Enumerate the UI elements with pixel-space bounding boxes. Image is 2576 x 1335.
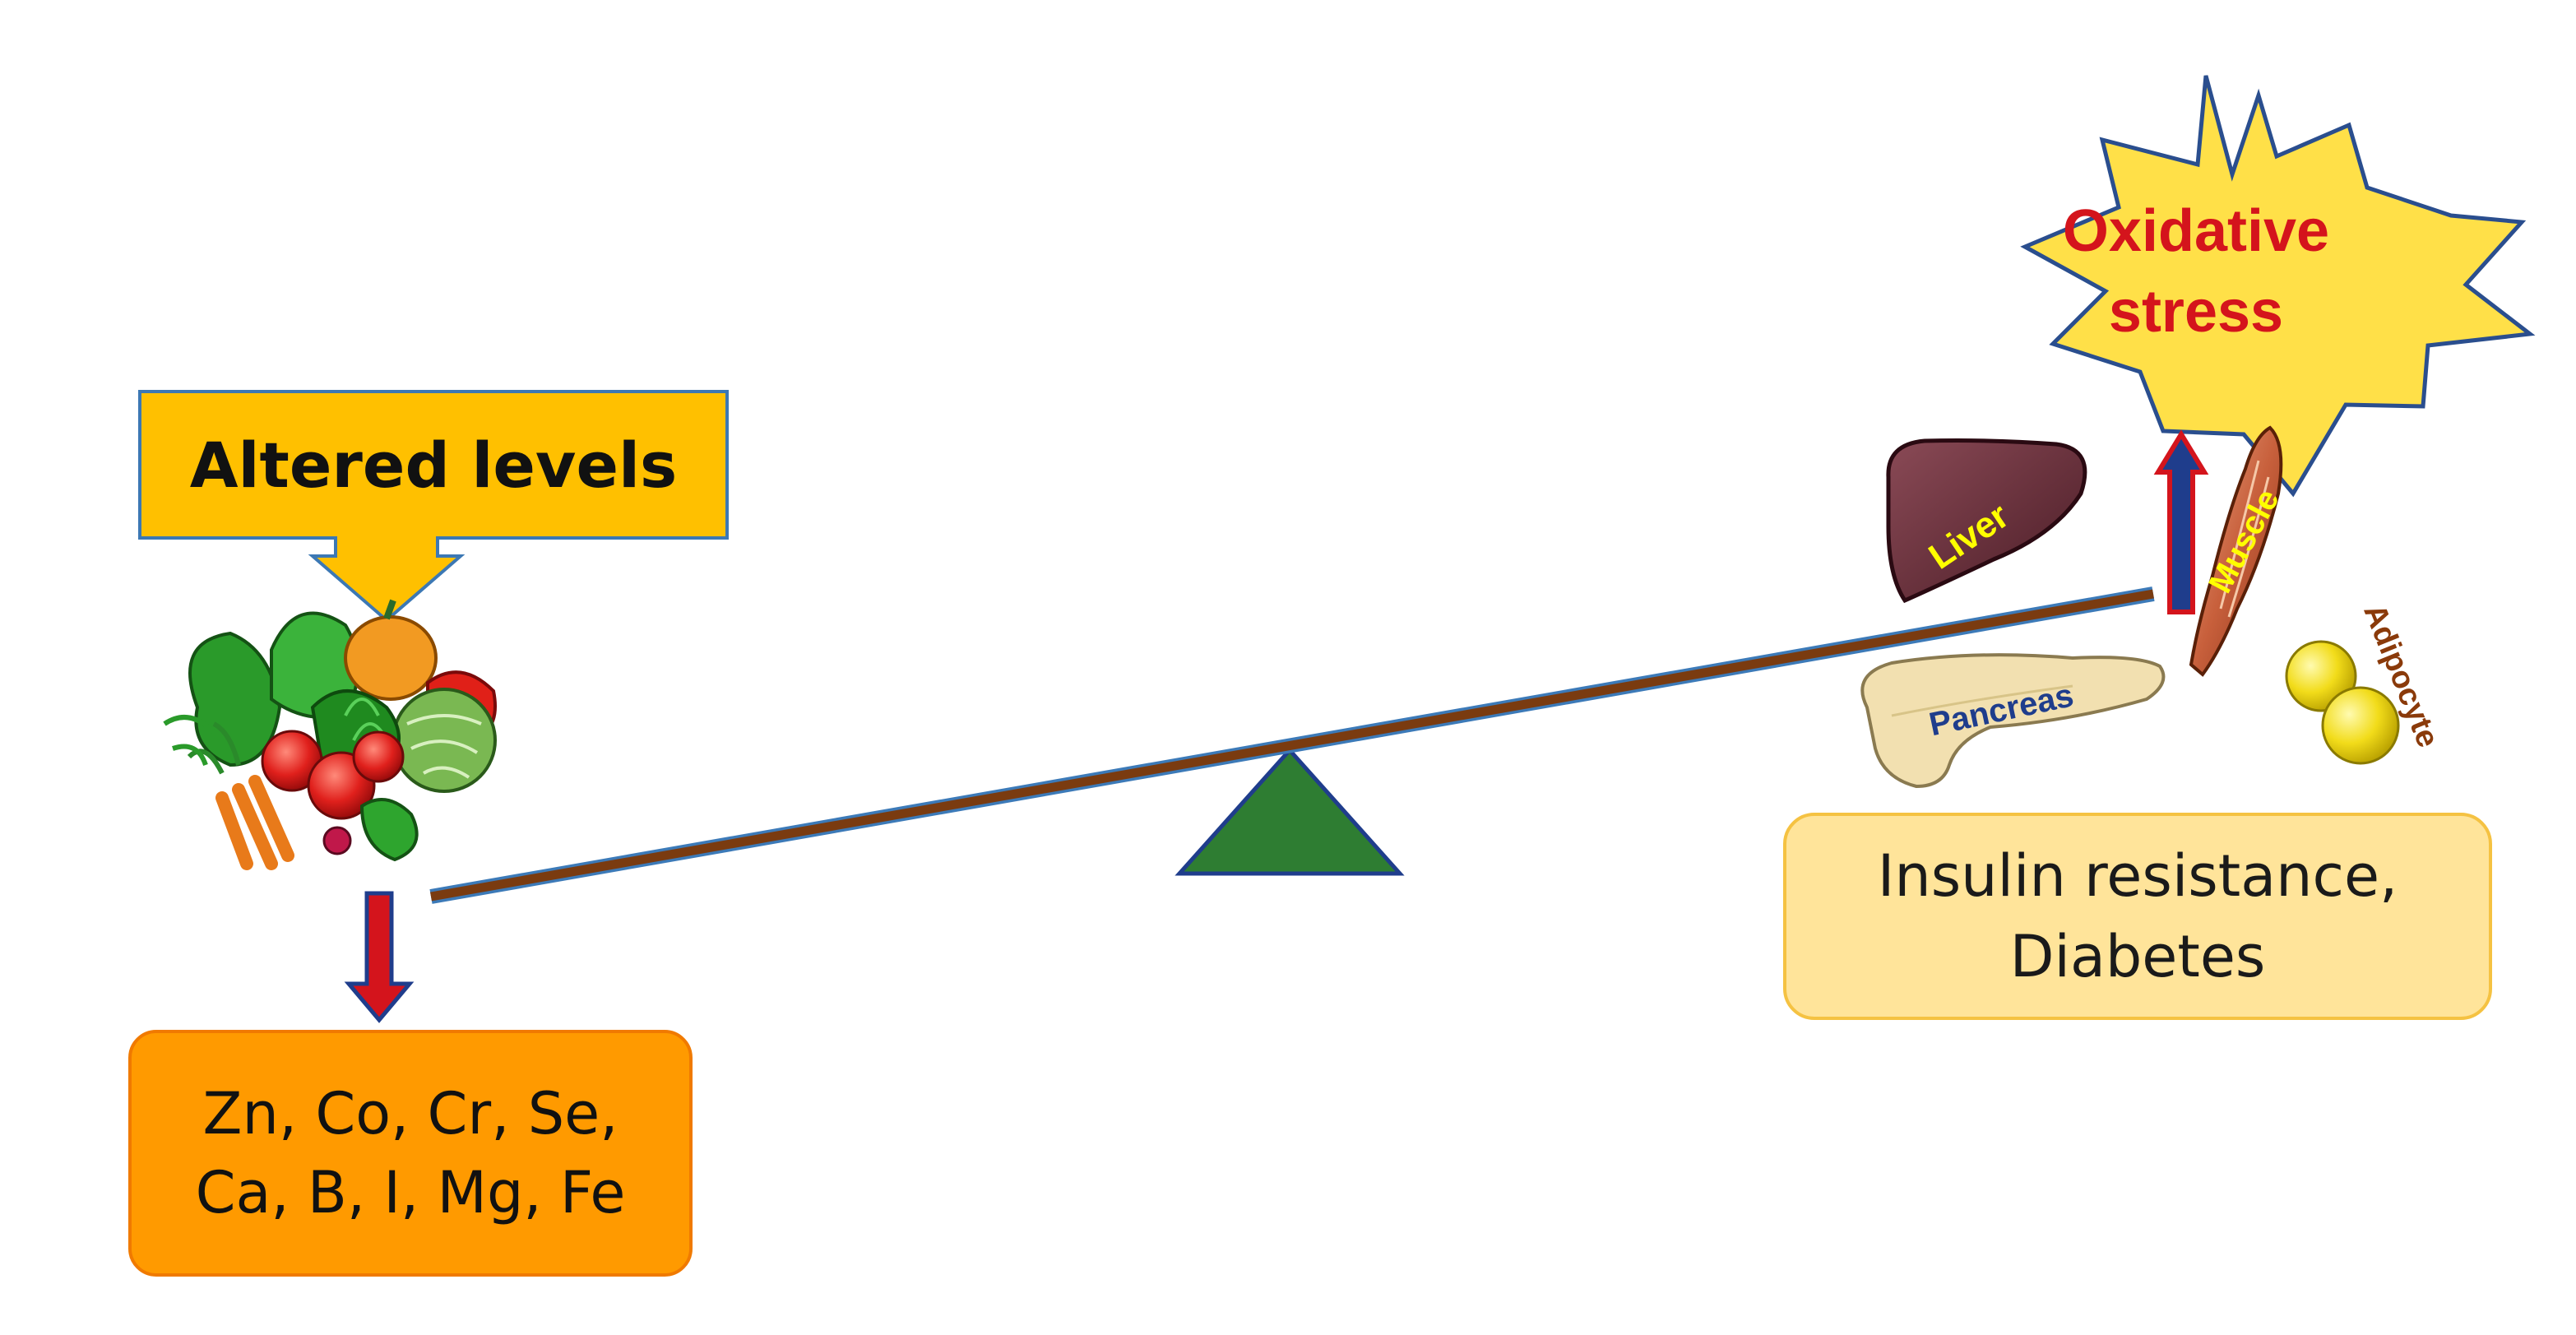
oxidative-stress-burst	[2020, 75, 2536, 498]
vegetables-icon	[163, 599, 497, 870]
oxidative-stress-text-wrap: Oxidative stress	[2032, 183, 2361, 360]
seesaw-beam	[429, 586, 2155, 904]
minerals-line-1: Zn, Co, Cr, Se,	[202, 1080, 619, 1147]
increase-arrow	[2153, 429, 2209, 614]
oxidative-line-1: Oxidative	[2062, 198, 2330, 264]
altered-levels-box-shape	[138, 390, 729, 623]
decrease-arrow	[344, 891, 415, 1023]
outcome-line-1: Insulin resistance,	[1877, 842, 2398, 910]
outcome-box-shape	[1783, 813, 2492, 1020]
muscle-icon	[2189, 425, 2283, 677]
altered-levels-label: Altered levels	[189, 428, 678, 502]
outcome-line-2: Diabetes	[2009, 923, 2266, 990]
adipocyte-icon	[2285, 640, 2400, 765]
minerals-text-wrap: Zn, Co, Cr, Se, Ca, B, I, Mg, Fe	[130, 1031, 691, 1275]
minerals-line-2: Ca, B, I, Mg, Fe	[195, 1159, 626, 1226]
pancreas-icon	[1860, 653, 2166, 789]
altered-levels-label-wrap: Altered levels	[140, 392, 727, 538]
minerals-box-shape	[128, 1030, 693, 1277]
altered-levels-callout	[138, 390, 729, 623]
oxidative-line-2: stress	[2108, 279, 2284, 345]
outcome-text-wrap: Insulin resistance, Diabetes	[1785, 814, 2490, 1018]
fulcrum-triangle	[1174, 747, 1405, 876]
liver-icon	[1886, 438, 2087, 604]
